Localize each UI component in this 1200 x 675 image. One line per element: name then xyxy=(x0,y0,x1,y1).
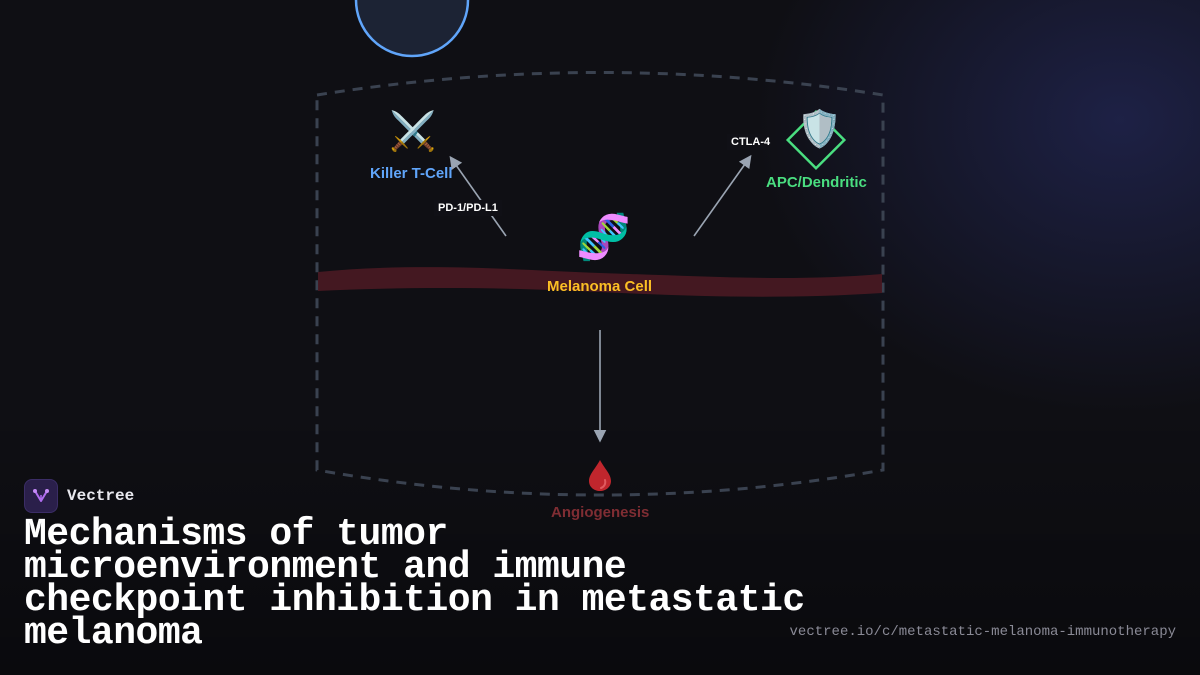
blood-drop-icon xyxy=(589,460,611,491)
edge-label-pd1: PD-1/PD-L1 xyxy=(434,200,502,216)
top-circle-node xyxy=(354,0,470,58)
edge-arrow-pd1 xyxy=(449,155,507,237)
crossed-swords-icon: ⚔️ xyxy=(389,109,437,153)
edge-label-ctla4: CTLA-4 xyxy=(727,134,775,150)
shield-icon: 🛡️ xyxy=(797,109,842,150)
tissue-band xyxy=(318,267,882,297)
node-label-killer-tcell: Killer T-Cell xyxy=(370,165,453,182)
brand: Vectree xyxy=(24,479,134,513)
brand-name: Vectree xyxy=(67,487,135,505)
microenvironment-boundary xyxy=(315,71,885,497)
page-url: vectree.io/c/metastatic-melanoma-immunot… xyxy=(789,624,1176,640)
node-label-melanoma: Melanoma Cell xyxy=(547,278,653,295)
node-label-apc: APC/Dendritic xyxy=(766,174,867,191)
apc-diamond xyxy=(785,109,847,171)
edge-arrow-ctla4 xyxy=(693,154,752,237)
dna-icon: 🧬 xyxy=(576,212,631,263)
node-label-angiogenesis: Angiogenesis xyxy=(551,504,650,521)
vectree-logo-icon xyxy=(24,479,58,513)
page-title: Mechanisms of tumor microenvironment and… xyxy=(24,513,805,655)
